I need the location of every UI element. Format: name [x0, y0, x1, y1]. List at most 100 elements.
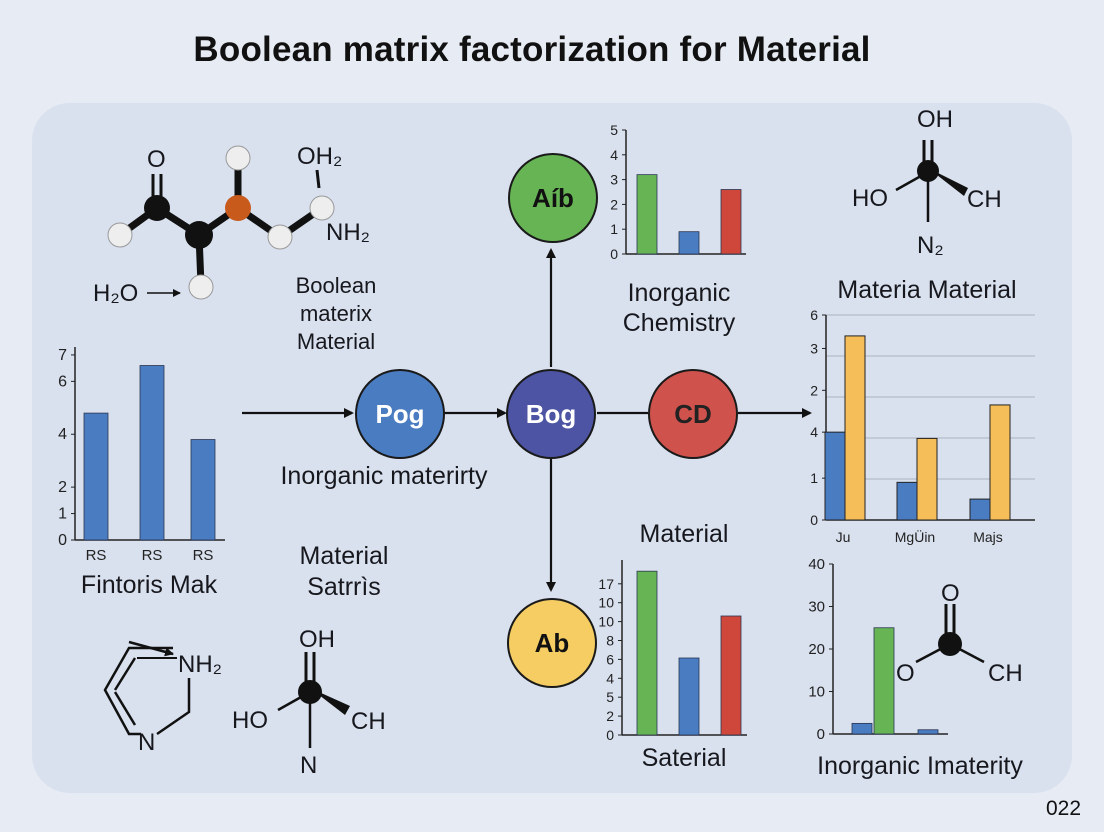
- atom-label-ch-3: CH: [988, 660, 1023, 687]
- y-tick-label: 5: [606, 689, 614, 705]
- bar: [720, 615, 742, 736]
- y-tick-label: 5: [610, 122, 618, 138]
- y-tick-label: 10: [808, 684, 825, 701]
- y-tick-label: 0: [810, 512, 818, 528]
- y-tick-label: 3: [810, 340, 818, 356]
- atom-c: [185, 221, 213, 249]
- atom-label-n: N: [300, 752, 318, 779]
- node-pog: Pog: [355, 369, 445, 459]
- y-tick-label: 4: [606, 670, 614, 686]
- label-inorganic-imaterity: Inorganic Imaterity: [817, 752, 1023, 780]
- atom-label-nh2-2: NH₂: [178, 651, 222, 678]
- label-satrris: Satrrìs: [307, 573, 381, 601]
- molecule-bottom-mid: [277, 652, 350, 748]
- atom-h: [188, 274, 214, 300]
- label-material-3: Material: [639, 520, 729, 548]
- bar: [824, 431, 846, 521]
- y-tick-label: 2: [58, 479, 67, 496]
- x-tick-label: Ju: [836, 529, 851, 545]
- atom-h: [107, 222, 133, 248]
- atom-label-ho-2: HO: [232, 707, 268, 734]
- x-tick-label: RS: [86, 547, 107, 564]
- y-tick-label: 4: [810, 424, 818, 440]
- y-tick-label: 0: [58, 532, 67, 549]
- bar: [873, 627, 895, 735]
- node-ab-circle: [507, 598, 597, 688]
- diagram-title: Boolean matrix factorization for Materia…: [193, 30, 871, 69]
- bar: [678, 657, 700, 736]
- atom-label-n-2: N: [138, 729, 156, 756]
- atom-h: [309, 195, 335, 221]
- atom-c: [144, 195, 170, 221]
- y-tick-label: 2: [606, 708, 614, 724]
- y-tick-label: 30: [808, 599, 825, 616]
- node-pog-circle: [355, 369, 445, 459]
- atom-label-o-3: O: [896, 660, 915, 687]
- y-tick-label: 0: [817, 726, 825, 743]
- molecule-pyridine: [103, 640, 191, 736]
- bar: [720, 189, 742, 255]
- y-tick-label: 6: [58, 373, 67, 390]
- label-chemistry: Chemistry: [622, 309, 736, 337]
- y-tick-label: 1: [810, 470, 818, 486]
- label-saterial: Saterial: [641, 744, 727, 772]
- y-tick-label: 3: [610, 172, 618, 188]
- atom-label-ch-2: CH: [351, 708, 386, 735]
- molecule-top-right: [895, 140, 968, 222]
- x-tick-label: Majs: [973, 529, 1003, 545]
- bar: [678, 231, 700, 255]
- y-tick-label: 17: [598, 576, 614, 592]
- bar: [969, 498, 991, 521]
- atom-c: [938, 632, 962, 656]
- corner-text: 022: [1046, 797, 1082, 820]
- y-tick-label: 2: [810, 382, 818, 398]
- node-aib-circle: [508, 153, 598, 243]
- atom-n: [225, 195, 251, 221]
- y-tick-label: 1: [58, 506, 67, 523]
- x-tick-label: RS: [193, 547, 214, 564]
- bar: [989, 404, 1011, 521]
- bar: [844, 335, 866, 521]
- atom-label-oh-2: OH: [299, 626, 335, 653]
- node-aib: Aíb: [508, 153, 598, 243]
- y-tick-label: 0: [606, 727, 614, 743]
- y-tick-label: 7: [58, 347, 67, 364]
- atom-label-nh2: NH₂: [326, 219, 370, 246]
- label-material-1: Material: [296, 329, 376, 354]
- chart-inorganic-imaterity: 0 10 20 30 40: [808, 556, 948, 743]
- atom-label-oh: OH: [917, 106, 953, 133]
- x-tick-label: RS: [142, 547, 163, 564]
- label-fintoris-mak: Fintoris Mak: [80, 571, 218, 599]
- bar: [636, 570, 658, 736]
- node-ab-label: Ab: [535, 628, 570, 658]
- bar: [139, 365, 165, 541]
- node-aib-label: Aíb: [532, 183, 574, 213]
- y-tick-label: 4: [610, 147, 618, 163]
- atom-label-o-2: O: [941, 580, 960, 607]
- atom-label-ch: CH: [967, 186, 1002, 213]
- node-pog-label: Pog: [375, 399, 424, 429]
- y-tick-label: 0: [610, 246, 618, 262]
- bar: [190, 439, 216, 541]
- atom-label-o: O: [147, 146, 166, 173]
- y-tick-label: 8: [606, 633, 614, 649]
- molecule-top-left: [107, 145, 335, 300]
- y-tick-label: 1: [610, 221, 618, 237]
- node-bog-circle: [506, 369, 596, 459]
- y-tick-label: 10: [598, 595, 614, 611]
- node-bog: Bog: [506, 369, 596, 459]
- label-inorganic: Inorganic: [627, 279, 731, 307]
- atom-label-h2o: H₂O: [93, 280, 139, 307]
- y-tick-label: 20: [808, 641, 825, 658]
- y-tick-label: 40: [808, 556, 825, 573]
- y-tick-label: 2: [610, 196, 618, 212]
- node-cd-circle: [648, 369, 738, 459]
- label-material-2: Material: [299, 542, 389, 570]
- bar: [896, 481, 918, 521]
- bar: [916, 437, 938, 521]
- y-tick-label: 10: [598, 614, 614, 630]
- label-materia-material: Materia Material: [837, 276, 1017, 304]
- atom-c: [298, 680, 322, 704]
